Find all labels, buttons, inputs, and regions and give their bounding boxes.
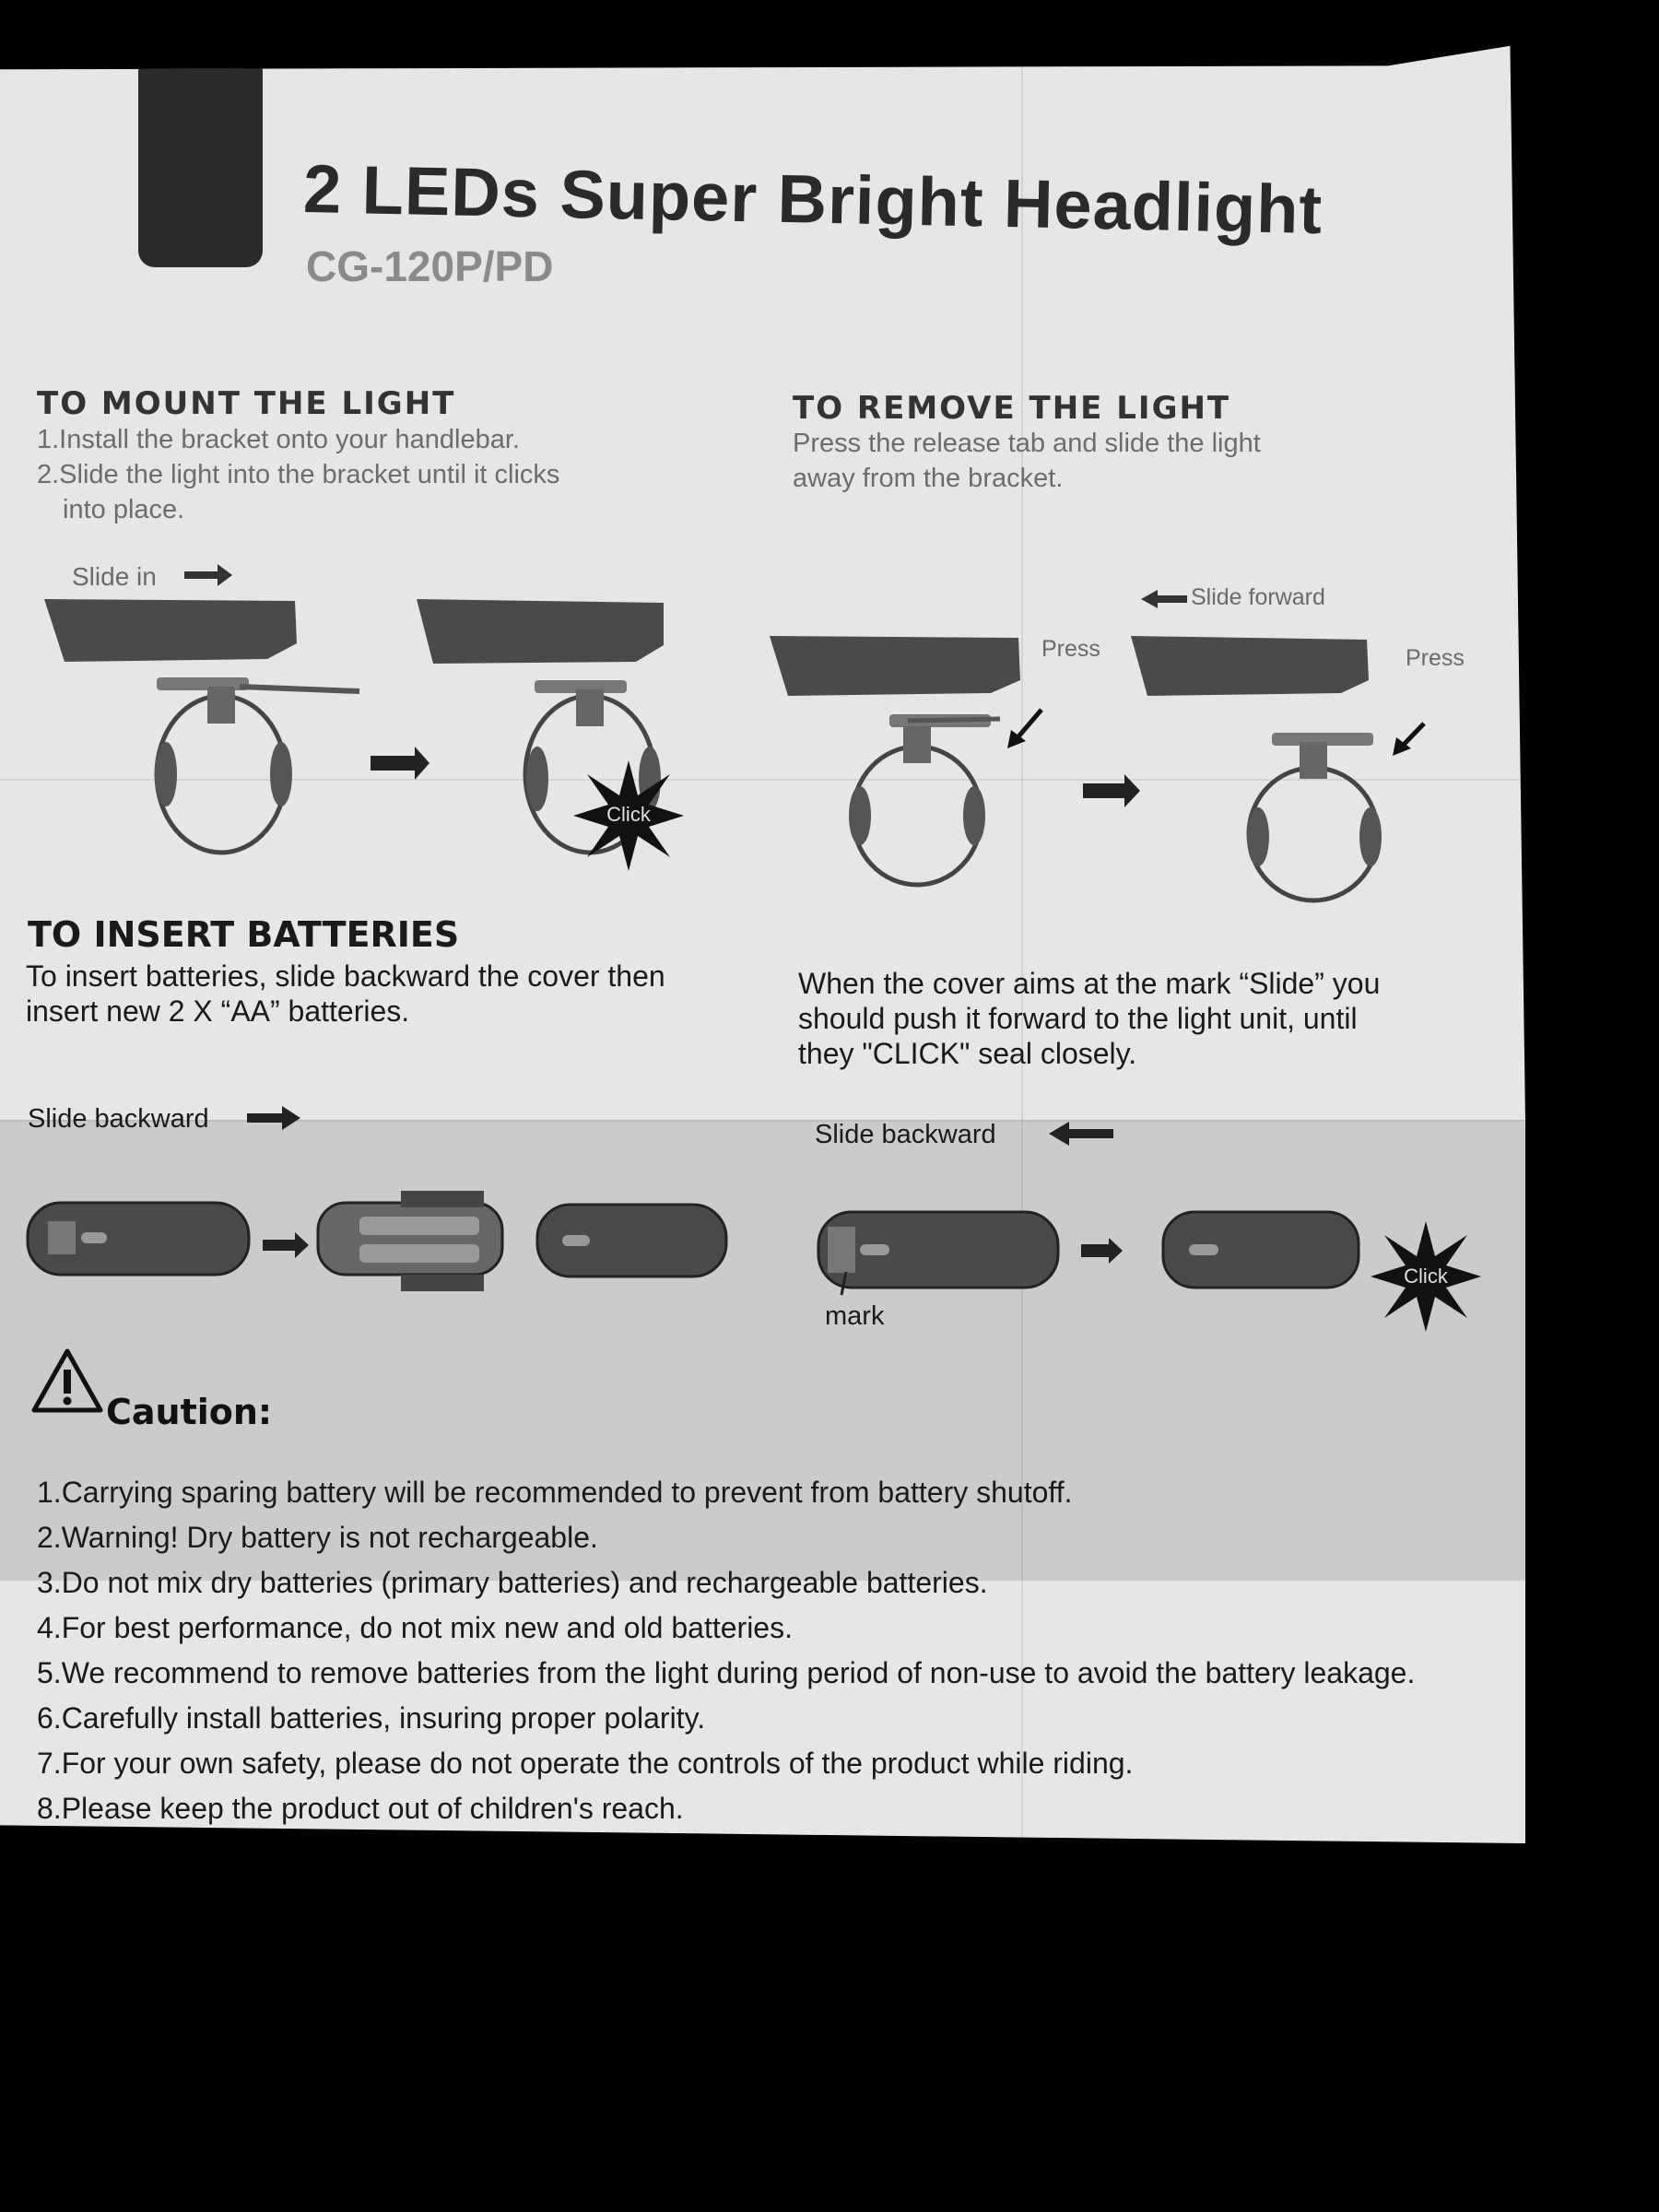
click-label: Click xyxy=(606,803,652,826)
model-number: CG-120P/PD xyxy=(306,242,554,290)
fold-line xyxy=(0,1120,1525,1122)
caution-item: 6.Carefully install batteries, insuring … xyxy=(37,1701,706,1735)
click-label: Click xyxy=(1404,1265,1449,1288)
slide-in-label: Slide in xyxy=(72,562,157,591)
caution-item: 3.Do not mix dry batteries (primary batt… xyxy=(37,1566,988,1599)
slide-backward-label: Slide backward xyxy=(28,1104,209,1134)
remove-illustration xyxy=(770,636,1426,903)
page-title: 2 LEDs Super Bright Headlight xyxy=(302,149,1324,249)
slide-backward-label: Slide backward xyxy=(815,1120,996,1149)
slide-forward-label: Slide forward xyxy=(1191,584,1325,610)
batteries-text-left: insert new 2 X “AA” batteries. xyxy=(26,994,410,1028)
caution-list: 1.Carrying sparing battery will be recom… xyxy=(37,1470,1415,1831)
remove-text: Press the release tab and slide the ligh… xyxy=(793,429,1261,458)
press-label: Press xyxy=(1041,636,1100,662)
batteries-heading: TO INSERT BATTERIES xyxy=(28,914,460,955)
batteries-text-right: should push it forward to the light unit… xyxy=(798,1002,1358,1035)
batteries-text-right: When the cover aims at the mark “Slide” … xyxy=(798,967,1381,1000)
caution-item: 2.Warning! Dry battery is not rechargeab… xyxy=(37,1521,598,1554)
mount-illustration xyxy=(44,599,664,855)
arrow-right-icon xyxy=(247,1106,300,1130)
mount-heading: TO MOUNT THE LIGHT xyxy=(37,385,456,422)
mount-step: 2.Slide the light into the bracket until… xyxy=(37,460,560,489)
caution-item: 7.For your own safety, please do not ope… xyxy=(37,1747,1134,1780)
caution-item: 4.For best performance, do not mix new a… xyxy=(37,1611,793,1644)
batteries-text-right: they "CLICK" seal closely. xyxy=(798,1037,1137,1070)
press-label: Press xyxy=(1406,645,1465,671)
arrow-right-icon xyxy=(184,564,232,586)
caution-title: Caution: xyxy=(106,1392,273,1432)
remove-heading: TO REMOVE THE LIGHT xyxy=(793,390,1231,427)
caution-item: 5.We recommend to remove batteries from … xyxy=(37,1656,1416,1689)
mark-label: mark xyxy=(825,1301,885,1331)
batteries-text-left: To insert batteries, slide backward the … xyxy=(26,959,665,993)
fold-line xyxy=(0,779,1525,781)
battery-insert-illustration xyxy=(26,1191,728,1291)
mount-step: into place. xyxy=(63,495,185,524)
click-starburst-icon: Click xyxy=(573,760,684,871)
fold-line xyxy=(1021,45,1023,1843)
arrow-left-icon xyxy=(1141,590,1187,608)
battery-cover-illustration xyxy=(817,1210,1360,1296)
caution-item: 1.Carrying sparing battery will be recom… xyxy=(37,1476,1073,1509)
arrow-left-icon xyxy=(1049,1122,1113,1146)
brand-logo-block xyxy=(138,55,263,267)
instruction-sheet: 2 LEDs Super Bright Headlight CG-120P/PD… xyxy=(0,45,1525,1843)
grey-fold-band xyxy=(0,1120,1525,1581)
caution-item: 8.Please keep the product out of childre… xyxy=(37,1792,684,1825)
remove-text: away from the bracket. xyxy=(793,464,1064,493)
click-starburst-icon: Click xyxy=(1371,1221,1481,1332)
warning-triangle-icon xyxy=(31,1348,103,1413)
mount-step: 1.Install the bracket onto your handleba… xyxy=(37,425,520,454)
